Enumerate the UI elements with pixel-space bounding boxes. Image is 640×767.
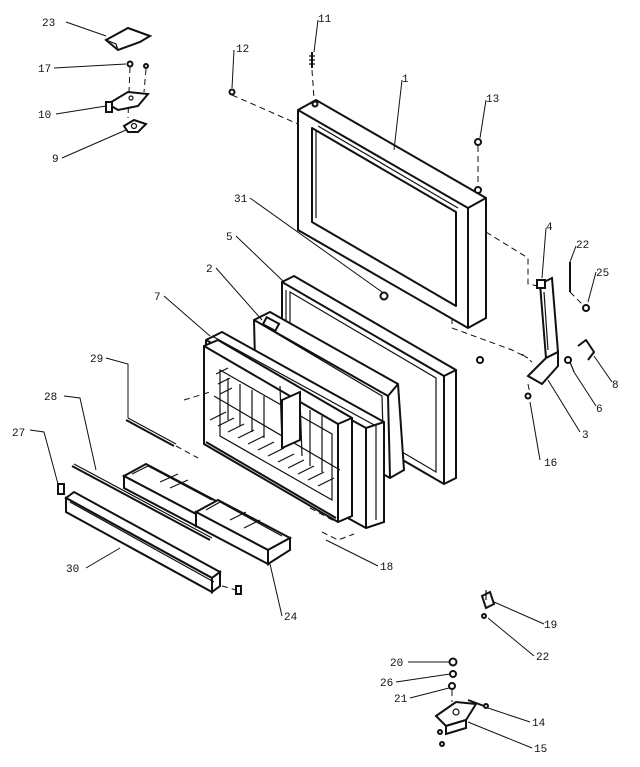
callout-20: 20 <box>390 658 403 670</box>
part-27-end-cap <box>57 483 65 495</box>
align-line-door-bracket <box>485 231 539 287</box>
part-23-cap <box>104 26 153 52</box>
part-17-screws <box>126 60 149 119</box>
callout-7: 7 <box>154 292 161 304</box>
fastener-11 <box>309 52 315 99</box>
callout-31: 31 <box>234 194 248 206</box>
part-1-door-frame <box>297 98 487 330</box>
callout-labels: 23 17 10 9 11 12 1 13 31 5 2 7 4 22 25 8… <box>12 14 619 756</box>
part-3-bracket <box>526 276 560 386</box>
callout-30: 30 <box>66 564 79 576</box>
callout-2: 2 <box>206 264 213 276</box>
callout-5: 5 <box>226 232 233 244</box>
callout-16: 16 <box>544 458 557 470</box>
part-24-tray-right <box>193 498 293 566</box>
door-bottom-screw <box>476 356 484 364</box>
part-22-screw <box>569 262 585 307</box>
callout-21: 21 <box>394 694 408 706</box>
align-line-door-bottom <box>451 318 529 359</box>
fastener-30-end <box>221 585 242 595</box>
part-28-rod <box>71 463 213 541</box>
callout-24: 24 <box>284 612 298 624</box>
callout-22a: 22 <box>576 240 589 252</box>
part-6-washer <box>564 356 575 373</box>
callout-25: 25 <box>596 268 609 280</box>
callout-12: 12 <box>236 44 249 56</box>
callout-4: 4 <box>546 222 553 234</box>
part-25-screw <box>582 304 590 312</box>
callout-28: 28 <box>44 392 57 404</box>
callout-1: 1 <box>402 74 409 86</box>
callout-22b: 22 <box>536 652 549 664</box>
part-20-washer <box>448 657 458 667</box>
callout-18: 18 <box>380 562 393 574</box>
part-16-screw <box>524 383 532 400</box>
align-line-basket-bottom <box>321 531 355 541</box>
callout-6: 6 <box>596 404 603 416</box>
fastener-31 <box>379 291 389 301</box>
wire-basket <box>203 338 353 524</box>
callout-26: 26 <box>380 678 393 690</box>
callout-3: 3 <box>582 430 589 442</box>
part-30-front-trim <box>64 490 222 594</box>
fastener-12 <box>228 88 299 125</box>
align-line-bracket <box>521 353 533 363</box>
part-15-screws <box>437 729 445 747</box>
part-8-clip <box>577 339 595 361</box>
callout-14: 14 <box>532 718 546 730</box>
callout-10: 10 <box>38 110 51 122</box>
part-29-rod <box>125 417 199 459</box>
callout-17: 17 <box>38 64 51 76</box>
part-19-bracket <box>480 590 496 610</box>
part-9-pivot <box>122 118 148 133</box>
fastener-13 <box>474 138 482 186</box>
callout-15: 15 <box>534 744 547 756</box>
callout-8: 8 <box>612 380 619 392</box>
callout-19: 19 <box>544 620 557 632</box>
align-line-basket <box>183 391 211 401</box>
leader-lines <box>29 19 613 749</box>
part-14-pin <box>467 699 489 709</box>
callout-23: 23 <box>42 18 55 30</box>
callout-11: 11 <box>318 14 332 26</box>
callout-29: 29 <box>90 354 103 366</box>
part-21-screw <box>448 682 456 702</box>
callout-9: 9 <box>52 154 59 166</box>
align-line-18 <box>309 507 337 523</box>
callout-13: 13 <box>486 94 499 106</box>
part-4-pin <box>536 279 546 289</box>
part-22-screw-lower <box>481 613 487 619</box>
part-10-hinge <box>105 90 150 113</box>
callout-27: 27 <box>12 428 25 440</box>
part-15-hinge-lower <box>434 700 478 736</box>
part-26-washer <box>449 670 457 678</box>
